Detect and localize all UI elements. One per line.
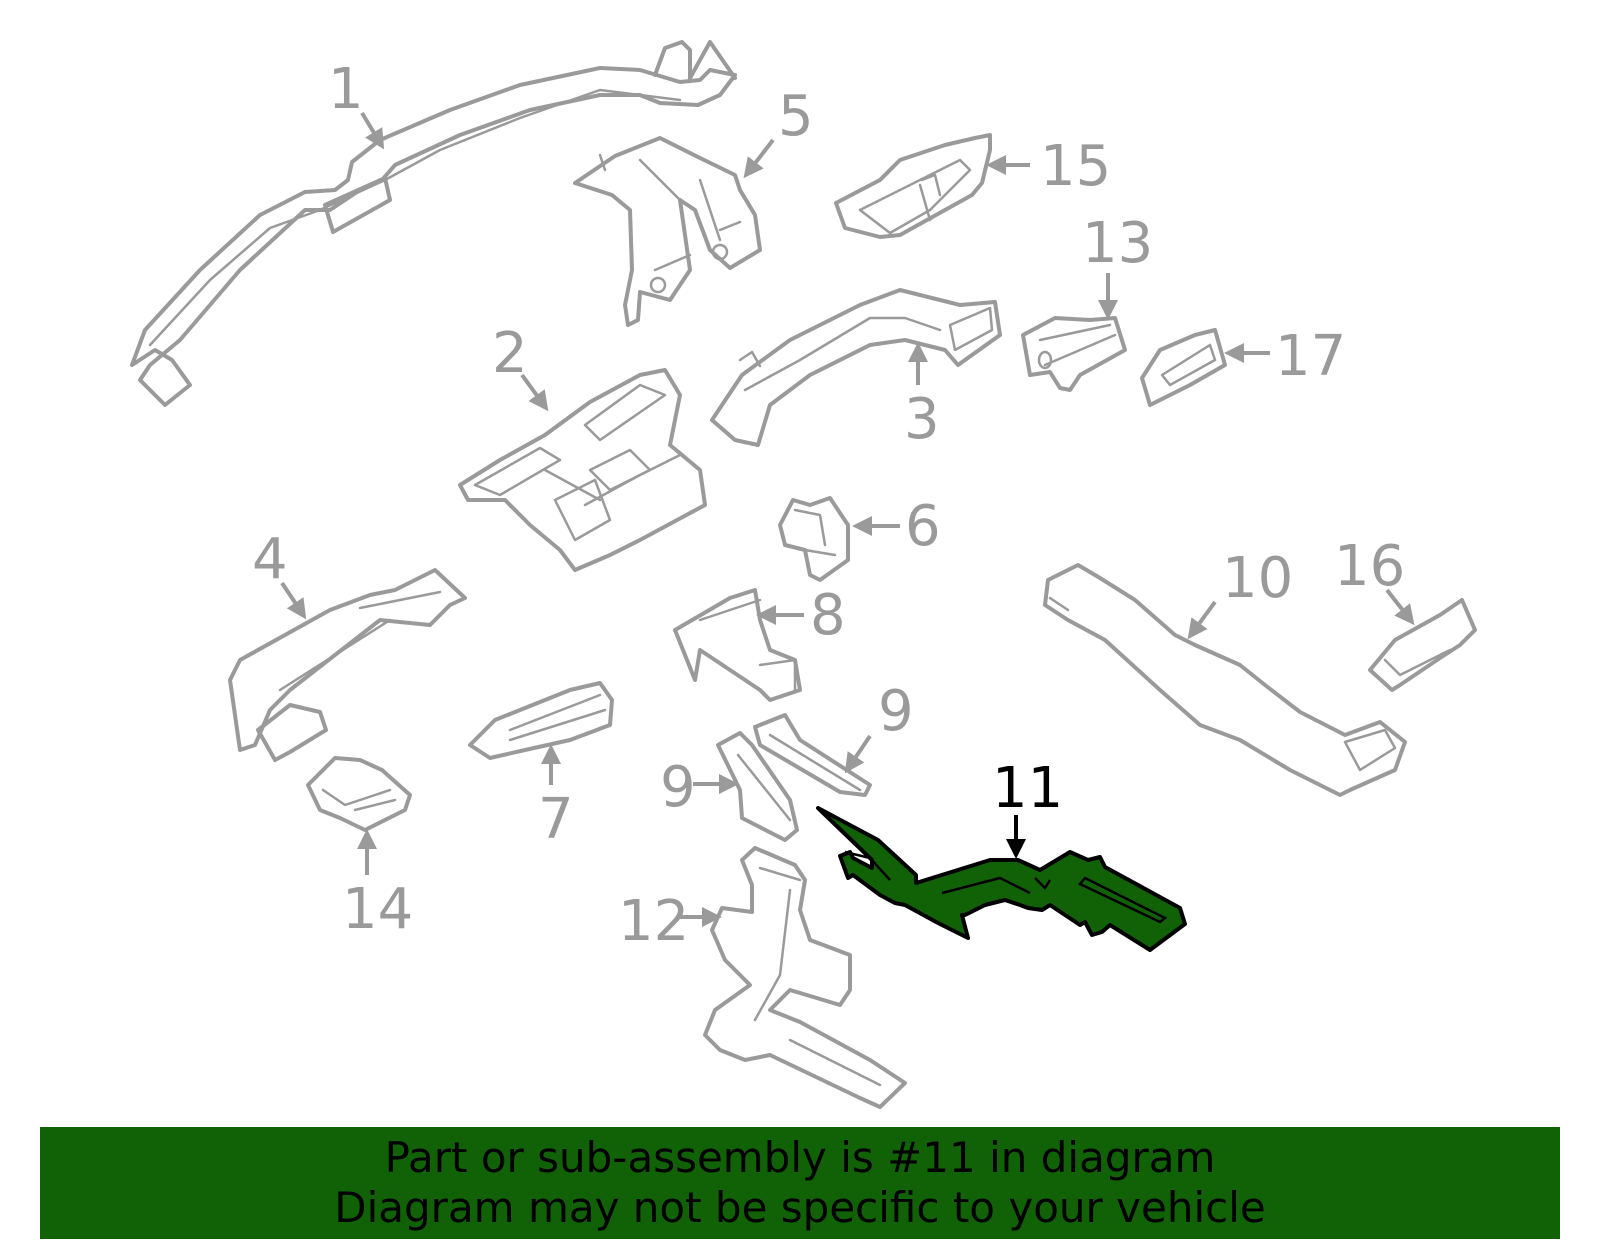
callout-11-label: 11 bbox=[992, 756, 1063, 821]
banner-line-2: Diagram may not be specific to your vehi… bbox=[334, 1183, 1266, 1232]
callout-13-label: 13 bbox=[1082, 211, 1153, 276]
callout-2: 2 bbox=[492, 321, 549, 412]
callout-7: 7 bbox=[538, 744, 574, 852]
callout-7-label: 7 bbox=[538, 787, 574, 852]
part-8-duct[interactable] bbox=[673, 588, 802, 702]
part-4-duct[interactable] bbox=[228, 568, 467, 762]
part-1-duct[interactable] bbox=[130, 40, 737, 407]
part-3-duct[interactable] bbox=[710, 288, 1002, 447]
part-7-duct[interactable] bbox=[468, 681, 614, 760]
callout-9-right-label: 9 bbox=[878, 679, 914, 744]
callout-6-label: 6 bbox=[905, 494, 941, 559]
part-2-housing[interactable] bbox=[458, 368, 707, 572]
callout-11: 11 bbox=[992, 756, 1063, 859]
part-16-vent[interactable] bbox=[1368, 598, 1477, 692]
callout-13: 13 bbox=[1082, 211, 1153, 320]
callout-9-left: 9 bbox=[660, 755, 739, 820]
callout-14: 14 bbox=[342, 829, 413, 942]
callout-2-label: 2 bbox=[492, 321, 528, 386]
callout-8: 8 bbox=[756, 583, 846, 648]
part-6-clip[interactable] bbox=[778, 496, 850, 582]
callout-17-label: 17 bbox=[1275, 324, 1346, 389]
part-17-vent[interactable] bbox=[1140, 328, 1227, 407]
part-9-duct-right[interactable] bbox=[753, 713, 872, 797]
callout-4: 4 bbox=[252, 527, 307, 620]
banner-line-1: Part or sub-assembly is #11 in diagram bbox=[384, 1133, 1216, 1182]
callout-15-label: 15 bbox=[1040, 134, 1111, 199]
callout-1-label: 1 bbox=[328, 57, 364, 122]
callout-10-label: 10 bbox=[1222, 546, 1293, 611]
callout-9-left-label: 9 bbox=[660, 755, 696, 820]
callout-14-label: 14 bbox=[342, 877, 413, 942]
part-12-duct[interactable] bbox=[703, 846, 907, 1109]
callout-16-label: 16 bbox=[1334, 534, 1405, 599]
callout-8-label: 8 bbox=[810, 583, 846, 648]
callout-15: 15 bbox=[986, 134, 1111, 199]
part-13-vent[interactable] bbox=[1021, 316, 1127, 392]
callout-6: 6 bbox=[852, 494, 941, 559]
part-9-duct-left[interactable] bbox=[716, 731, 799, 842]
callout-9-right: 9 bbox=[844, 679, 914, 774]
callout-16: 16 bbox=[1334, 534, 1415, 626]
part-14-vent[interactable] bbox=[306, 756, 412, 832]
callout-4-label: 4 bbox=[252, 527, 288, 592]
part-10-duct[interactable] bbox=[1043, 563, 1407, 797]
callout-1: 1 bbox=[328, 57, 385, 150]
callout-3: 3 bbox=[904, 342, 940, 452]
part-15-vent[interactable] bbox=[834, 133, 992, 239]
callout-12-label: 12 bbox=[618, 889, 689, 954]
callout-12: 12 bbox=[618, 889, 722, 954]
callout-10: 10 bbox=[1187, 546, 1293, 640]
callout-3-label: 3 bbox=[904, 387, 940, 452]
part-info-banner: Part or sub-assembly is #11 in diagram D… bbox=[40, 1127, 1560, 1239]
callout-5-label: 5 bbox=[778, 84, 814, 149]
part-11-duct-highlighted[interactable] bbox=[816, 806, 1187, 952]
part-5-bracket[interactable] bbox=[573, 136, 762, 327]
callout-5: 5 bbox=[743, 84, 814, 179]
callout-17: 17 bbox=[1224, 324, 1346, 389]
